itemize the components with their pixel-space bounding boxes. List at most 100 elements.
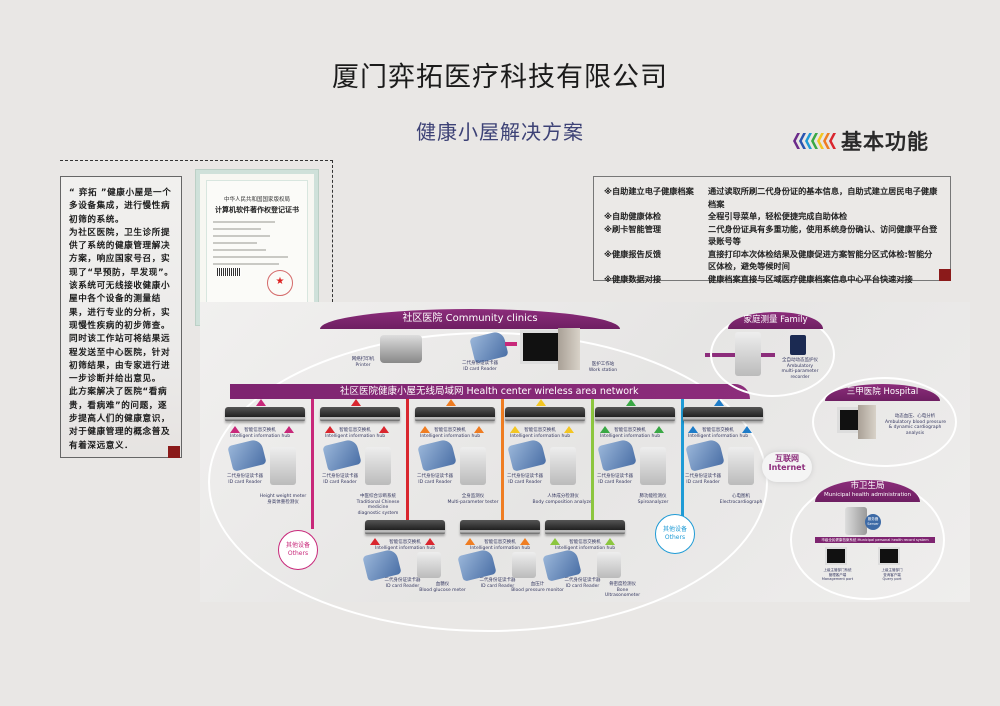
reader-label: 二代身份证读卡器 ID card Reader bbox=[455, 361, 505, 372]
chevron-icon bbox=[805, 133, 812, 149]
function-description: 健康档案直接与区域医疗健康档案信息中心平台快速对接 bbox=[708, 273, 940, 286]
company-title: 厦门弈拓医疗科技有限公司 bbox=[0, 55, 1000, 94]
chevron-icon bbox=[817, 133, 824, 149]
mgmt-port-label: 上级主管部门系统 管理客户端 Management port bbox=[815, 568, 860, 582]
chevron-icon bbox=[799, 133, 806, 149]
chevron-icon bbox=[811, 133, 818, 149]
function-row: ※健康报告反馈直接打印本次体检结果及健康促进方案智能分区式体检:智能分区体检，避… bbox=[604, 248, 940, 273]
device-label: 中医综合诊断系统 Traditional Chinese medicine di… bbox=[343, 494, 413, 516]
functions-box: ※自助建立电子健康档案通过读取所刷二代身份证的基本信息，自助式建立居民电子健康档… bbox=[593, 176, 951, 281]
printer-icon bbox=[380, 335, 422, 363]
arrow-up-icon bbox=[536, 399, 546, 406]
function-name: ※自助建立电子健康档案 bbox=[604, 185, 708, 210]
chevron-icon bbox=[823, 133, 830, 149]
reader-label: 二代身份证读卡器 ID card Reader bbox=[220, 474, 270, 485]
device-label: 心电图机 Electrocardiograph bbox=[706, 494, 776, 505]
chevrons-icon bbox=[793, 133, 835, 149]
reader-label: 二代身份证读卡器 ID card Reader bbox=[500, 474, 550, 485]
arrow-up-icon bbox=[351, 399, 361, 406]
record-system-banner: 市级全民健康档案系统 Municipal personal health rec… bbox=[815, 537, 935, 543]
medical-device-icon bbox=[640, 447, 666, 485]
description-box: “ 弈拓 ”健康小屋是一个多设备集成，进行慢性病初筛的系统。为社区医院，卫生诊所… bbox=[60, 176, 182, 458]
municipal-title: 市卫生局 bbox=[815, 480, 920, 491]
sd-card-icon bbox=[790, 335, 806, 355]
device-label: 全身监测仪 Multi-parameter tester bbox=[438, 494, 508, 505]
information-hub-icon bbox=[460, 520, 540, 534]
red-corner-mark bbox=[939, 269, 951, 281]
family-banner: 家庭测量 Family bbox=[728, 312, 823, 329]
description-paragraph: 为社区医院，卫生诊所提供了系统的健康管理解决方案，响应国家号召，实现了“早预防，… bbox=[69, 227, 175, 280]
device-label: 血糖仪 Blood glucose meter bbox=[415, 582, 470, 593]
chevron-icon bbox=[829, 133, 836, 149]
mgmt-monitor-icon bbox=[825, 547, 847, 565]
description-paragraph: 此方案解决了医院“看病贵，看病难”的问题，逐步提高人们的健康意识，对于健康管理的… bbox=[69, 386, 175, 452]
function-name: ※健康报告反馈 bbox=[604, 248, 708, 273]
hub-label: 智能信息交换机 Intelligent information hub bbox=[375, 540, 435, 551]
device-label: 骨密度检测仪 Bone Ultrasonometer bbox=[595, 582, 650, 599]
medical-device-icon bbox=[460, 447, 486, 485]
description-paragraph: 该系统可无线接收健康小屋中各个设备的测量结果，进行专业的分析，实现慢性疾病的初步… bbox=[69, 280, 175, 333]
medical-device-icon bbox=[417, 552, 441, 578]
hub-label: 智能信息交换机 Intelligent information hub bbox=[555, 540, 615, 551]
workstation-label: 医护工作站 Work station bbox=[588, 362, 618, 373]
recorder-device-icon bbox=[735, 332, 761, 376]
certificate-title: 计算机软件著作权登记证书 bbox=[207, 205, 307, 215]
server-badge: 服务器 Server bbox=[865, 514, 881, 530]
hospital-device-label: 动态血压、心电分析 Ambulatory blood pressure & dy… bbox=[885, 414, 945, 436]
certificate-issuer: 中华人民共和国国家版权局 bbox=[207, 195, 307, 203]
connection-line bbox=[591, 399, 594, 529]
information-hub-icon bbox=[545, 520, 625, 534]
function-name: ※刷卡智能管理 bbox=[604, 223, 708, 248]
arrow-left-icon bbox=[505, 342, 517, 346]
hub-label: 智能信息交换机 Intelligent information hub bbox=[688, 428, 748, 439]
connection-line bbox=[311, 399, 314, 529]
device-label: 血压计 Blood pressure monitor bbox=[510, 582, 565, 593]
seal-icon: ★ bbox=[267, 270, 293, 296]
server-icon bbox=[845, 507, 867, 535]
red-corner-mark bbox=[168, 446, 180, 458]
query-monitor-icon bbox=[878, 547, 900, 565]
device-label: 肺功能检测仪 Spiroanalyzer bbox=[618, 494, 688, 505]
device-label: Height weight meter 身高体重检测仪 bbox=[248, 494, 318, 505]
function-row: ※刷卡智能管理二代身份证具有多重功能，使用系统身份确认、访问健康平台登录账号等 bbox=[604, 223, 940, 248]
medical-device-icon bbox=[512, 552, 536, 578]
section-header: 基本功能 bbox=[793, 126, 929, 156]
municipal-banner: 市卫生局 Municipal health administration bbox=[815, 480, 920, 502]
hub-label: 智能信息交换机 Intelligent information hub bbox=[510, 428, 570, 439]
medical-device-icon bbox=[365, 447, 391, 485]
arrow-up-icon bbox=[714, 399, 724, 406]
function-name: ※自助健康体检 bbox=[604, 210, 708, 223]
function-row: ※自助健康体检全程引导菜单，轻松便捷完成自助体检 bbox=[604, 210, 940, 223]
function-name: ※健康数据对接 bbox=[604, 273, 708, 286]
function-row: ※健康数据对接健康档案直接与区域医疗健康档案信息中心平台快速对接 bbox=[604, 273, 940, 286]
medical-device-icon bbox=[728, 447, 754, 485]
barcode-icon bbox=[217, 268, 241, 276]
hub-label: 智能信息交换机 Intelligent information hub bbox=[325, 428, 385, 439]
family-device-label: 全自动动态监护仪 Ambulatory multi-parameter reco… bbox=[775, 358, 825, 380]
hub-label: 智能信息交换机 Intelligent information hub bbox=[420, 428, 480, 439]
network-diagram: 社区医院 Community clinics 网络打印机 Printer 二代身… bbox=[200, 302, 970, 602]
information-hub-icon bbox=[595, 407, 675, 421]
others-right-badge: 其他设备 Others bbox=[655, 514, 695, 554]
function-row: ※自助建立电子健康档案通过读取所刷二代身份证的基本信息，自助式建立居民电子健康档… bbox=[604, 185, 940, 210]
information-hub-icon bbox=[415, 407, 495, 421]
information-hub-icon bbox=[320, 407, 400, 421]
section-title: 基本功能 bbox=[841, 126, 929, 156]
arrow-up-icon bbox=[446, 399, 456, 406]
reader-label: 二代身份证读卡器 ID card Reader bbox=[678, 474, 728, 485]
function-description: 通过读取所刷二代身份证的基本信息，自助式建立居民电子健康档案 bbox=[708, 185, 940, 210]
medical-device-icon bbox=[597, 552, 621, 578]
medical-device-icon bbox=[270, 447, 296, 485]
connection-line bbox=[406, 399, 409, 529]
arrow-up-icon bbox=[256, 399, 266, 406]
hub-label: 智能信息交换机 Intelligent information hub bbox=[470, 540, 530, 551]
others-left-badge: 其他设备 Others bbox=[278, 530, 318, 570]
hub-label: 智能信息交换机 Intelligent information hub bbox=[600, 428, 660, 439]
reader-label: 二代身份证读卡器 ID card Reader bbox=[315, 474, 365, 485]
information-hub-icon bbox=[225, 407, 305, 421]
information-hub-icon bbox=[365, 520, 445, 534]
function-description: 二代身份证具有多重功能，使用系统身份确认、访问健康平台登录账号等 bbox=[708, 223, 940, 248]
function-description: 全程引导菜单，轻松便捷完成自助体检 bbox=[708, 210, 940, 223]
function-description: 直接打印本次体检结果及健康促进方案智能分区式体检:智能分区体检，避免等候时间 bbox=[708, 248, 940, 273]
connection-line bbox=[501, 399, 504, 529]
